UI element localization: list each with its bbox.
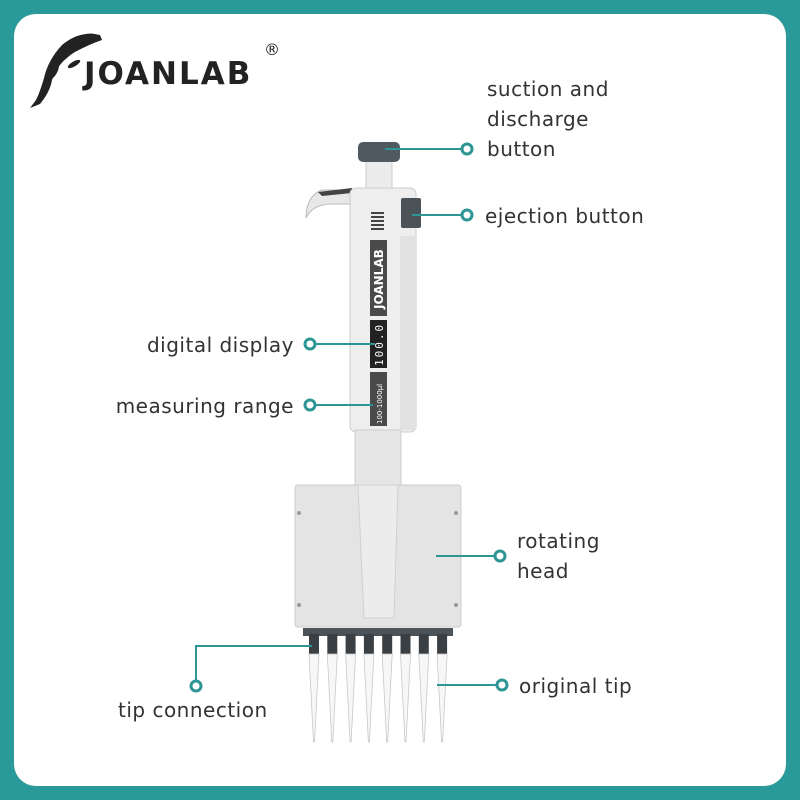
digital-display [370,320,387,368]
tip-nozzle [437,634,448,654]
pipette-tip [381,653,393,743]
tip-nozzle [418,634,429,654]
callout-dots [189,142,509,693]
brand-logo: JOANLAB [84,56,253,92]
callout-digital-display: digital display [146,333,294,357]
ejection-button[interactable] [401,198,421,228]
finger-hook [305,189,353,219]
callout-original-tip: original tip [519,674,633,698]
tip-nozzle [327,634,338,654]
tip-nozzle [345,634,356,654]
callout-lines [195,148,496,686]
callout-suction-button: suction and discharge button [487,74,609,164]
callout-line-1: rotating [517,529,600,553]
grip-lines [371,212,384,230]
measuring-range-label [370,372,387,426]
callout-line-2: head [517,559,569,583]
tips-group [308,634,448,743]
callout-line-3: button [487,137,556,161]
manifold-bar [303,628,453,636]
pipette-tip [363,653,375,743]
suction-discharge-button[interactable] [358,142,400,162]
registered-mark: ® [264,40,280,59]
fish-logo-icon [30,33,102,108]
range-text: 100-1000μl [376,384,384,424]
tip-nozzle [363,634,374,654]
tip-nozzle [309,634,319,654]
pipette-tip [308,653,320,743]
callout-measuring-range: measuring range [115,394,294,418]
pipette-tip [326,653,338,743]
callout-rotating-head: rotating head [517,526,600,586]
tip-nozzle [400,634,411,654]
pipette-tip [345,653,357,743]
display-value: 100.0 [373,323,386,366]
callout-line-1: suction and [487,77,609,101]
pipette-tip [400,653,411,743]
pipette-tip [418,653,430,743]
callout-tip-connection: tip connection [118,698,268,722]
pipette-tip [436,653,448,743]
callout-line-2: discharge [487,107,589,131]
callout-ejection-button: ejection button [485,204,645,228]
tip-nozzle [382,634,393,654]
body-brand-label: JOANLAB [372,249,386,310]
